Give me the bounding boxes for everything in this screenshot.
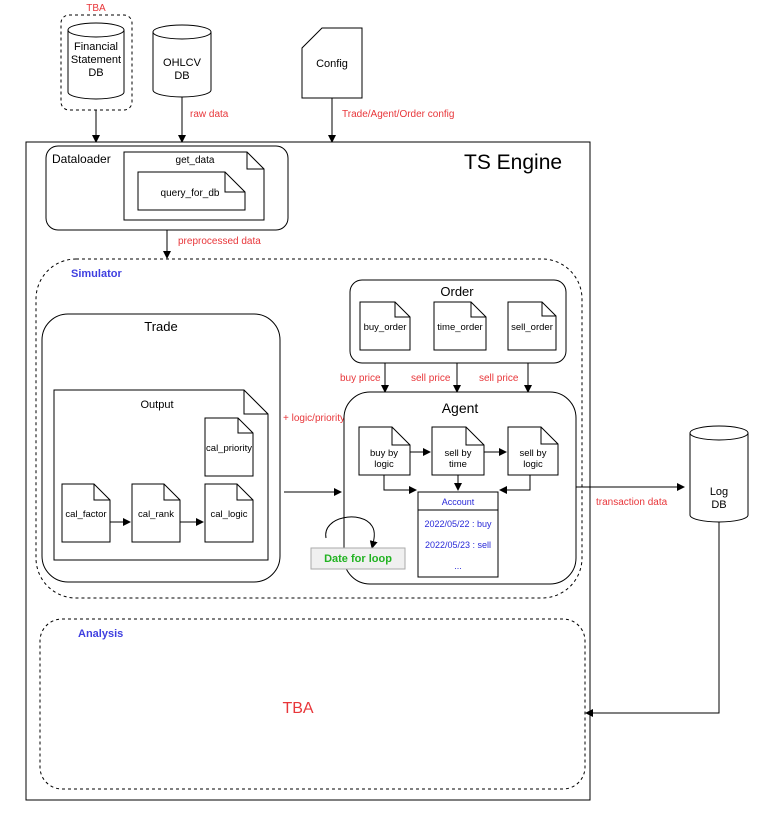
transaction-label: transaction data xyxy=(596,497,668,508)
raw-data-label: raw data xyxy=(190,109,229,120)
analysis-tba-label: TBA xyxy=(282,700,313,717)
log-db: Log DB xyxy=(689,425,749,523)
ohlcv-db-line2: DB xyxy=(174,70,189,82)
account-row-1: 2022/05/22 : buy xyxy=(424,519,492,529)
config-flow-label: Trade/Agent/Order config xyxy=(342,109,454,120)
ohlcv-db-line1: OHLCV xyxy=(163,57,202,69)
cal-rank-label: cal_rank xyxy=(138,509,174,520)
account-title: Account xyxy=(442,497,475,507)
buy-by-logic-doc: buy by logic xyxy=(358,426,411,476)
tba-top-label: TBA xyxy=(86,3,106,14)
output-title: Output xyxy=(140,399,173,411)
buy-price-label: buy price xyxy=(340,373,381,384)
financial-db-line1: Financial xyxy=(74,41,118,53)
buy-logic-to-account-arrow xyxy=(383,475,417,494)
sell-by-logic-line1: sell by xyxy=(520,448,547,459)
sell-price-label-1: sell price xyxy=(411,373,451,384)
date-loop-box xyxy=(310,547,406,570)
date-loop-label: Date for loop xyxy=(324,553,392,565)
sell-by-logic-doc: sell by logic xyxy=(507,426,559,476)
cal-rank-doc: cal_rank xyxy=(131,483,181,543)
log-to-analysis-arrow xyxy=(585,522,720,717)
agent-title: Agent xyxy=(442,400,479,416)
query-for-db-label: query_for_db xyxy=(161,188,220,199)
financial-db-line3: DB xyxy=(88,67,103,79)
sell-logic-to-account-arrow xyxy=(499,475,531,494)
account-row-3: ... xyxy=(454,561,462,571)
time-order-label: time_order xyxy=(437,322,482,333)
cal-priority-doc: cal_priority xyxy=(204,417,254,477)
cal-factor-label: cal_factor xyxy=(65,509,106,520)
config-card: Config xyxy=(301,27,363,99)
trade-title: Trade xyxy=(144,319,177,334)
sell-by-logic-line2: logic xyxy=(523,459,543,470)
time-order-doc: time_order xyxy=(433,301,487,351)
account-box xyxy=(417,491,499,578)
cal-logic-doc: cal_logic xyxy=(204,483,254,543)
analysis-title: Analysis xyxy=(78,628,123,640)
buy-order-label: buy_order xyxy=(364,322,407,333)
logic-priority-label: + logic/priority xyxy=(283,413,345,424)
financial-statement-db: Financial Statement DB xyxy=(67,22,125,100)
cal-factor-doc: cal_factor xyxy=(61,483,111,543)
sell-order-doc: sell_order xyxy=(507,301,557,351)
simulator-title: Simulator xyxy=(71,268,122,280)
get-data-label: get_data xyxy=(176,155,215,166)
sell-by-time-line1: sell by xyxy=(445,448,472,459)
cal-priority-label: cal_priority xyxy=(206,443,252,454)
log-db-line2: DB xyxy=(711,499,726,511)
cal-logic-label: cal_logic xyxy=(211,509,248,520)
sell-by-time-doc: sell by time xyxy=(431,426,485,476)
sell-by-time-line2: time xyxy=(449,459,467,470)
ts-engine-title: TS Engine xyxy=(464,151,562,174)
ohlcv-db: OHLCV DB xyxy=(152,24,212,98)
loop-arrow xyxy=(325,516,378,549)
financial-db-line2: Statement xyxy=(71,54,121,66)
buy-order-doc: buy_order xyxy=(359,301,411,351)
buy-by-logic-line1: buy by xyxy=(370,448,398,459)
simulator-box xyxy=(35,258,583,599)
log-db-line1: Log xyxy=(710,486,728,498)
account-row-2: 2022/05/23 : sell xyxy=(425,540,491,550)
preprocessed-label: preprocessed data xyxy=(178,236,261,247)
order-title: Order xyxy=(440,284,474,299)
query-for-db-doc: query_for_db xyxy=(137,171,246,211)
config-label: Config xyxy=(316,58,348,70)
sell-price-label-2: sell price xyxy=(479,373,519,384)
sell-order-label: sell_order xyxy=(511,322,553,333)
dataloader-title: Dataloader xyxy=(52,152,111,166)
buy-by-logic-line2: logic xyxy=(374,459,394,470)
